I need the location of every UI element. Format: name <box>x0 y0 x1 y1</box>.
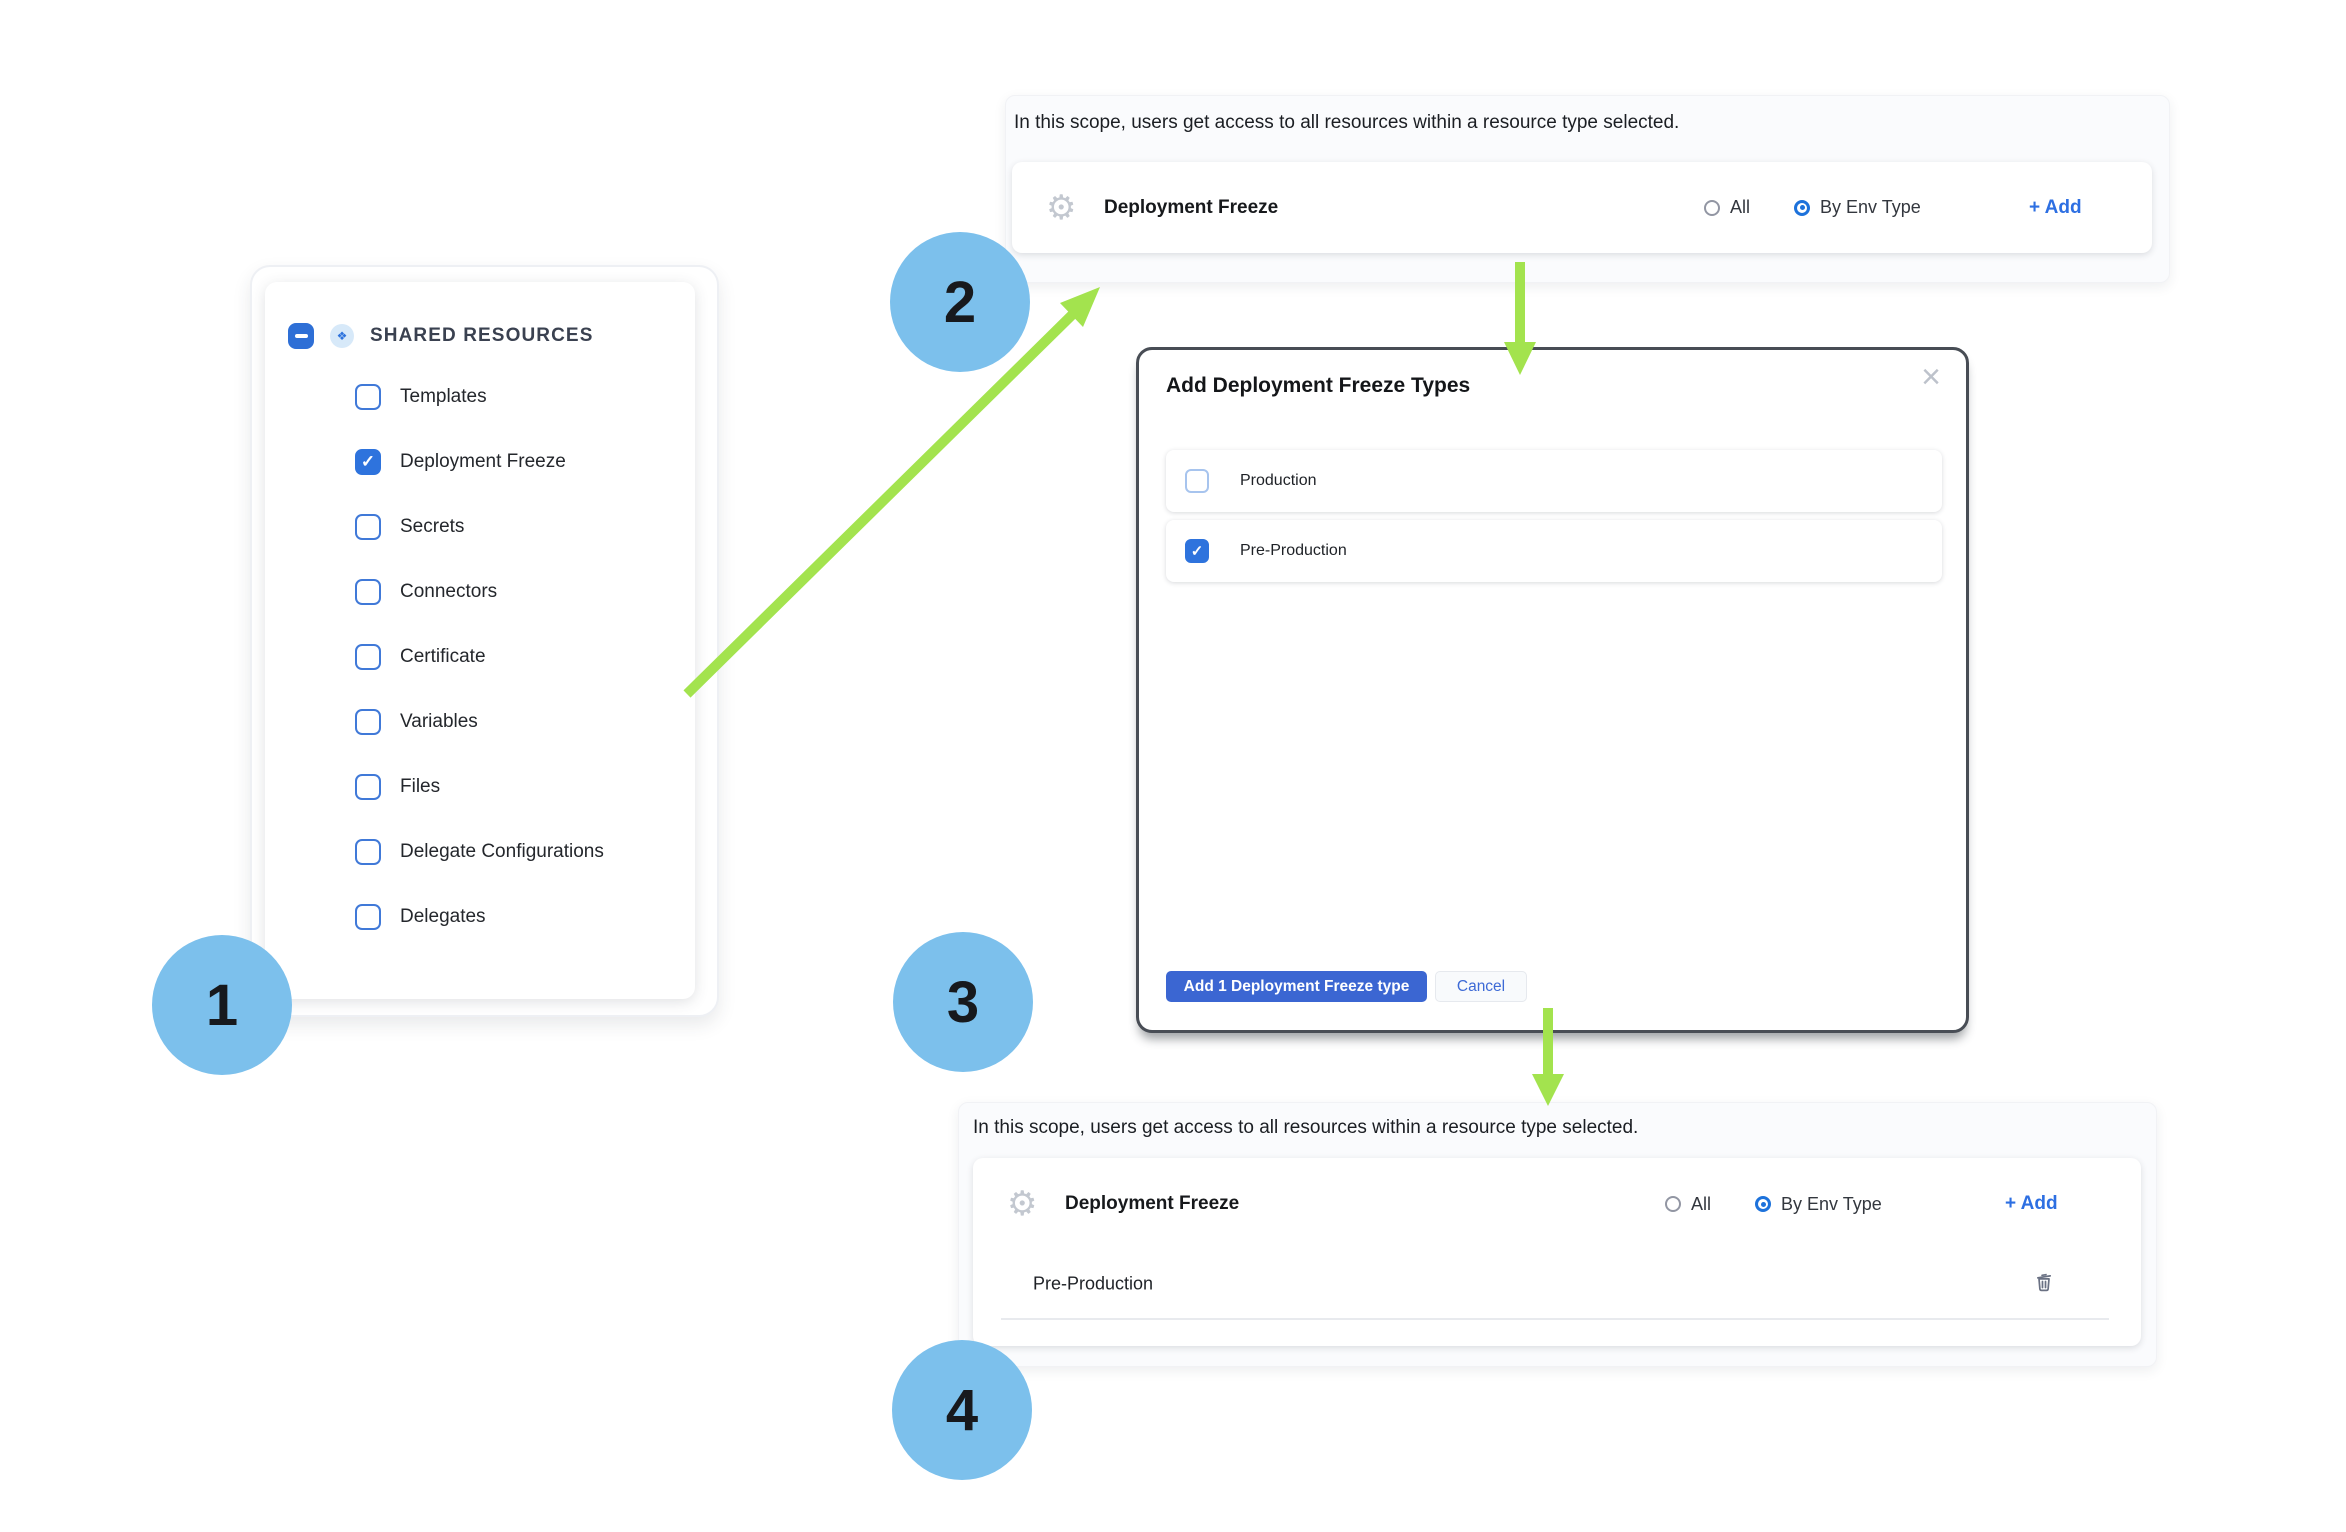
scope-description: In this scope, users get access to all r… <box>1014 112 1680 133</box>
check-icon: ✓ <box>360 452 376 471</box>
checkbox-files[interactable] <box>355 773 381 800</box>
modal-title: Add Deployment Freeze Types <box>1166 374 1471 397</box>
resource-type-card: ⚙ Deployment Freeze All By Env Type + Ad… <box>973 1158 2141 1346</box>
radio-by-env-type[interactable] <box>1755 1196 1772 1212</box>
scope-panel-step4: In this scope, users get access to all r… <box>958 1102 2157 1367</box>
modal-option-label: Production <box>1240 472 1317 489</box>
arrow-panel-to-modal <box>1504 262 1536 375</box>
step-number: 3 <box>946 969 980 1035</box>
confirm-add-button[interactable]: Add 1 Deployment Freeze type <box>1166 971 1427 1002</box>
radio-by-env-type[interactable] <box>1794 199 1811 216</box>
step-number: 1 <box>205 972 239 1038</box>
checkbox-production[interactable] <box>1185 469 1209 493</box>
scope-radio-group: All By Env Type <box>1665 1158 1882 1250</box>
close-icon[interactable]: × <box>1921 358 1941 396</box>
radio-option-all[interactable]: All <box>1704 197 1750 218</box>
radio-option-all[interactable]: All <box>1665 1194 1711 1215</box>
step-number: 2 <box>943 269 977 335</box>
resource-type-name: Deployment Freeze <box>1065 1193 1240 1214</box>
checkbox-connectors[interactable] <box>355 578 381 605</box>
add-link[interactable]: + Add <box>2029 196 2082 218</box>
sidebar-item-label: Templates <box>400 385 487 407</box>
modal-option-label: Pre-Production <box>1240 542 1347 559</box>
sidebar-item-secrets[interactable]: Secrets <box>355 494 464 559</box>
cancel-button[interactable]: Cancel <box>1435 971 1527 1002</box>
radio-by-env-label: By Env Type <box>1781 1193 1882 1214</box>
add-deployment-freeze-types-modal: Add Deployment Freeze Types × Production… <box>1136 347 1969 1033</box>
checkbox-delegates[interactable] <box>355 903 381 930</box>
checkbox-delegate-configurations[interactable] <box>355 838 381 865</box>
sidebar-item-label: Delegates <box>400 905 486 927</box>
shared-resources-checkbox[interactable] <box>288 323 314 349</box>
step-badge-4: 4 <box>892 1340 1032 1480</box>
modal-option-pre-production[interactable]: ✓ Pre-Production <box>1166 520 1942 582</box>
step-number: 4 <box>945 1377 979 1443</box>
env-type-label: Pre-Production <box>1033 1273 1154 1294</box>
sidebar-item-delegates[interactable]: Delegates <box>355 884 486 949</box>
radio-option-by-env-type[interactable]: By Env Type <box>1755 1194 1882 1215</box>
scope-radio-group: All By Env Type <box>1704 162 1921 253</box>
sidebar-item-certificate[interactable]: Certificate <box>355 624 486 689</box>
scope-description: In this scope, users get access to all r… <box>973 1117 1639 1138</box>
scope-panel-step2: In this scope, users get access to all r… <box>1005 95 2170 283</box>
env-type-row-pre-production: Pre-Production <box>1001 1250 2109 1320</box>
sidebar-item-templates[interactable]: Templates <box>355 364 487 429</box>
radio-option-by-env-type[interactable]: By Env Type <box>1794 197 1921 218</box>
checkbox-variables[interactable] <box>355 708 381 735</box>
shared-resources-card: ❖ SHARED RESOURCES Templates ✓ Deploymen… <box>265 282 695 999</box>
radio-by-env-label: By Env Type <box>1820 197 1921 217</box>
resource-type-row: ⚙ Deployment Freeze All By Env Type + Ad… <box>1012 162 2152 253</box>
checkbox-certificate[interactable] <box>355 643 381 670</box>
resource-type-row: ⚙ Deployment Freeze All By Env Type + Ad… <box>973 1158 2141 1250</box>
sidebar-title: SHARED RESOURCES <box>370 325 594 346</box>
shared-resources-header: ❖ SHARED RESOURCES <box>288 323 593 349</box>
radio-all[interactable] <box>1704 199 1720 216</box>
resource-type-name: Deployment Freeze <box>1104 196 1279 218</box>
step-badge-1: 1 <box>152 935 292 1075</box>
step-badge-2: 2 <box>890 232 1030 372</box>
resource-type-card: ⚙ Deployment Freeze All By Env Type + Ad… <box>1012 162 2152 253</box>
checkbox-pre-production[interactable]: ✓ <box>1185 539 1209 563</box>
arrow-sidebar-to-panel <box>683 287 1100 698</box>
checkbox-deployment-freeze[interactable]: ✓ <box>355 448 381 475</box>
radio-all[interactable] <box>1665 1196 1681 1212</box>
sidebar-item-label: Secrets <box>400 515 465 537</box>
diamond-glyph: ❖ <box>336 329 348 343</box>
gear-icon: ⚙ <box>1046 188 1077 227</box>
sidebar-item-variables[interactable]: Variables <box>355 689 478 754</box>
sidebar-item-label: Deployment Freeze <box>400 450 566 472</box>
step-badge-3: 3 <box>893 932 1033 1072</box>
sidebar-item-label: Files <box>400 775 441 797</box>
checkbox-templates[interactable] <box>355 383 381 410</box>
gear-icon: ⚙ <box>1007 1185 1038 1223</box>
sidebar-item-delegate-configurations[interactable]: Delegate Configurations <box>355 819 604 884</box>
minus-icon <box>294 334 308 338</box>
radio-all-label: All <box>1730 197 1751 217</box>
sidebar-item-connectors[interactable]: Connectors <box>355 559 497 624</box>
radio-all-label: All <box>1691 1193 1712 1214</box>
sidebar-item-label: Delegate Configurations <box>400 840 604 862</box>
shared-resources-icon: ❖ <box>330 324 354 348</box>
add-link[interactable]: + Add <box>2005 1193 2058 1214</box>
sidebar-item-files[interactable]: Files <box>355 754 440 819</box>
check-icon: ✓ <box>1190 542 1204 560</box>
sidebar-item-label: Connectors <box>400 580 498 602</box>
checkbox-secrets[interactable] <box>355 513 381 540</box>
trash-icon[interactable] <box>2031 1269 2057 1300</box>
sidebar-item-deployment-freeze[interactable]: ✓ Deployment Freeze <box>355 429 566 494</box>
sidebar-item-label: Variables <box>400 710 478 732</box>
modal-option-production[interactable]: Production <box>1166 450 1942 512</box>
sidebar-item-label: Certificate <box>400 645 486 667</box>
arrow-modal-to-panel <box>1532 1008 1564 1106</box>
